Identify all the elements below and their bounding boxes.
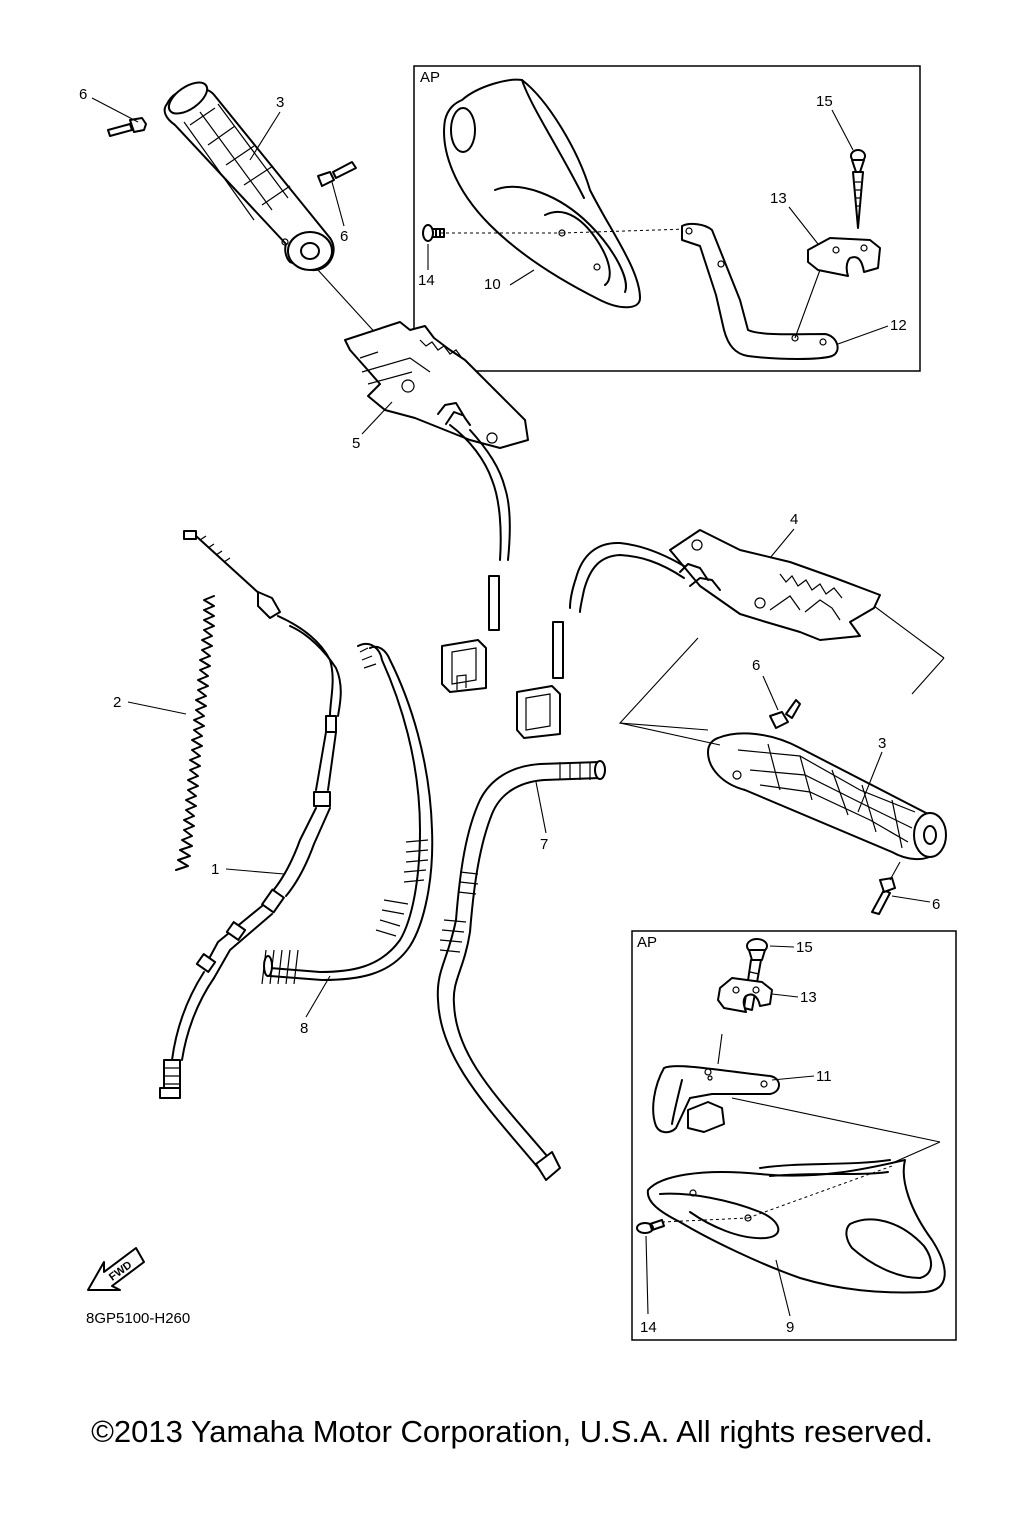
- spring-2: [175, 595, 215, 871]
- callout-15-top: 15: [816, 93, 833, 110]
- grip-3-right: [707, 732, 947, 860]
- callout-9: 9: [786, 1319, 794, 1336]
- hose-8: [261, 642, 434, 985]
- hand-guard-10: [443, 78, 641, 309]
- grip-3-left: [163, 81, 335, 272]
- copyright-notice: ©2013 Yamaha Motor Corporation, U.S.A. A…: [91, 1414, 933, 1449]
- callout-6-d: 6: [932, 896, 940, 913]
- rivet-6-c: [769, 699, 801, 729]
- callout-3-top: 3: [276, 94, 284, 111]
- callout-11: 11: [816, 1068, 832, 1085]
- wire-connector-5: [441, 424, 511, 693]
- callout-3-right: 3: [878, 735, 886, 752]
- callout-13-bottom: 13: [800, 989, 817, 1006]
- ap-label-top: AP: [420, 69, 440, 86]
- callout-1: 1: [211, 861, 219, 878]
- clamp-13-top: [807, 237, 881, 277]
- callout-12: 12: [890, 317, 907, 334]
- clamp-13-bottom: [717, 977, 773, 1013]
- callout-13-top: 13: [770, 190, 787, 207]
- ap-label-bottom: AP: [637, 934, 657, 951]
- rivet-6-a: [107, 117, 147, 137]
- callout-5: 5: [352, 435, 360, 452]
- bolt-15-top: [850, 149, 866, 229]
- grip-heater-4: [669, 529, 881, 641]
- throttle-cable-1: [159, 530, 342, 1099]
- leader-11-guard: [731, 1097, 941, 1143]
- diagram-code: 8GP5100-H260: [86, 1310, 190, 1327]
- rivet-6-b: [317, 161, 357, 187]
- callout-2: 2: [113, 694, 121, 711]
- callout-6-b: 6: [340, 228, 348, 245]
- wire-connector-4: [516, 541, 685, 739]
- callout-7: 7: [540, 836, 548, 853]
- hand-guard-9: [646, 1159, 946, 1294]
- screw-14-top: [422, 224, 445, 242]
- ap-box-bottom: [631, 930, 957, 1341]
- bracket-11: [652, 1065, 780, 1134]
- callout-8: 8: [300, 1020, 308, 1037]
- callout-4: 4: [790, 511, 798, 528]
- fwd-arrow-icon: FWD: [87, 1247, 145, 1291]
- hose-7: [436, 760, 606, 1181]
- callout-10: 10: [484, 276, 501, 293]
- callout-14-top: 14: [418, 272, 435, 289]
- screw-14-bottom: [636, 1219, 665, 1234]
- rivet-6-d: [871, 877, 896, 915]
- callout-14-bottom: 14: [640, 1319, 657, 1336]
- grip-heater-5: [344, 321, 529, 449]
- parts-diagram: AP 15 13 12 14: [79, 65, 957, 1341]
- callout-15-bottom: 15: [796, 939, 813, 956]
- bracket-12: [681, 222, 839, 360]
- callout-6-a: 6: [79, 86, 87, 103]
- dash-14-9: [661, 1217, 749, 1223]
- ap-box-top: [413, 65, 921, 372]
- callout-6-c: 6: [752, 657, 760, 674]
